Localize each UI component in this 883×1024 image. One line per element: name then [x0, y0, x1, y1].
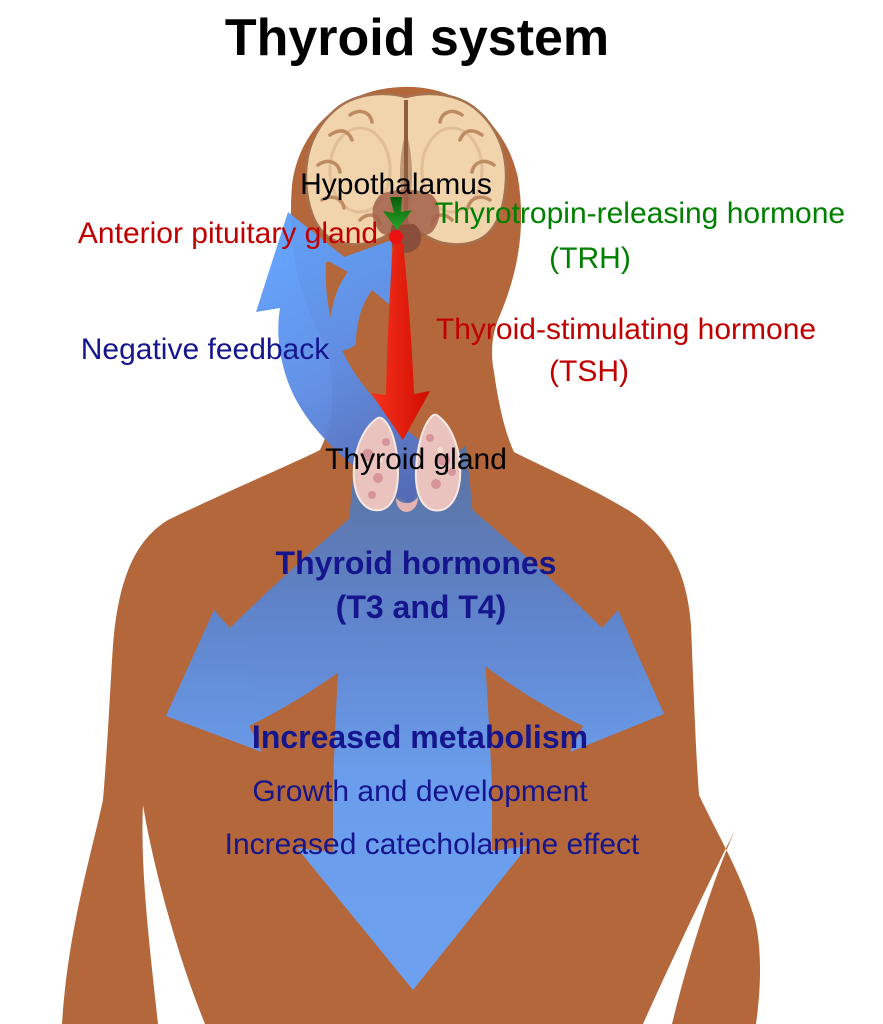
thyroid-gland-label: Thyroid gland: [325, 443, 507, 476]
negative-feedback-arrow-branch: [329, 240, 392, 352]
hormone-arrow-right: [436, 505, 664, 752]
catecholamine-effect-label: Increased catecholamine effect: [224, 828, 640, 861]
negative-feedback-label: Negative feedback: [80, 333, 330, 366]
pituitary-dot: [389, 230, 403, 244]
tsh-arrow: [371, 243, 430, 440]
thyroid-hormones-label: Thyroid hormones: [275, 545, 557, 581]
trh-abbr-label: (TRH): [549, 242, 631, 275]
tsh-abbr-label: (TSH): [549, 355, 629, 388]
increased-metabolism-label: Increased metabolism: [251, 719, 589, 755]
page-title: Thyroid system: [224, 9, 610, 67]
trh-arrow: [383, 197, 412, 230]
thyroid-gland-illustration: [352, 413, 462, 512]
anterior-pituitary-label: Anterior pituitary gland: [77, 217, 379, 250]
hypothalamus-label: Hypothalamus: [300, 168, 492, 201]
trh-label: Thyrotropin-releasing hormone: [434, 197, 846, 230]
growth-development-label: Growth and development: [252, 775, 588, 808]
hormone-arrow-left: [166, 505, 396, 752]
tsh-label: Thyroid-stimulating hormone: [435, 313, 817, 346]
thyroid-hormones-abbr-label: (T3 and T4): [335, 589, 507, 625]
